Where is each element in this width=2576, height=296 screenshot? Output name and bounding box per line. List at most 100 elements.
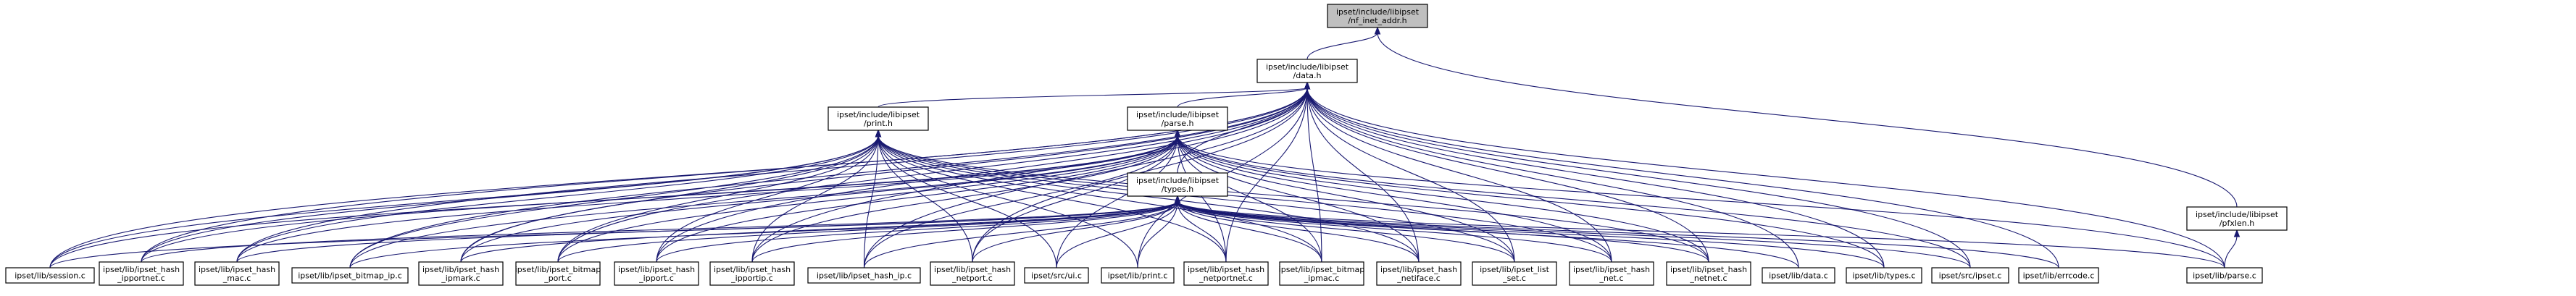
node-hash-ipportip-c[interactable]: ipset/lib/ipset_hash_ipportip.c [709, 261, 795, 286]
node-label-line: _mac.c [222, 274, 251, 283]
dependency-edge [236, 195, 1181, 263]
node-hash-net-c[interactable]: ipset/lib/ipset_hash_net.c [1569, 261, 1654, 286]
node-label-line: ipset/include/libipset [1136, 176, 1220, 185]
node-label-line: ipset/lib/types.c [1852, 271, 1915, 281]
dependency-edge [2224, 229, 2241, 268]
node-box [2018, 267, 2099, 284]
node-box [828, 106, 929, 131]
node-label-line: ipset/include/libipset [2196, 210, 2279, 219]
node-label-line: ipset/lib/session.c [14, 271, 86, 281]
node-box [1127, 106, 1228, 131]
node-label-line: _set.c [1502, 274, 1526, 283]
node-label-line: ipset/lib/ipset_bitmap_ip.c [298, 271, 402, 281]
node-label-line: /nf_inet_addr.h [1348, 16, 1406, 25]
node-label-line: _ipport.c [638, 274, 674, 283]
dependency-edge [656, 129, 1181, 263]
nodes-layer: ipset/include/libipset/nf_inet_addr.hips… [5, 4, 2288, 286]
node-label-line: ipset/lib/ipset_list [1480, 265, 1550, 274]
dependency-edge [1174, 195, 1322, 263]
node-label-line: ipset/include/libipset [1336, 7, 1420, 17]
node-label-line: /print.h [864, 119, 893, 128]
node-label-line: ipset/lib/errcode.c [2023, 271, 2095, 281]
node-label-line: ipset/lib/ipset_hash [934, 265, 1011, 274]
node-errcode-c[interactable]: ipset/lib/errcode.c [2018, 267, 2099, 284]
node-label-line: ipset/src/ui.c [1031, 271, 1082, 281]
node-label-line: _netnet.c [1689, 274, 1727, 283]
node-label-line: _ipmark.c [441, 274, 480, 283]
dependency-edge [1304, 81, 1799, 268]
node-hash-ip-c[interactable]: ipset/lib/ipset_hash_ip.c [807, 267, 921, 284]
node-label-line: ipset/lib/ipset_hash [618, 265, 695, 274]
dependency-edge [1304, 81, 1971, 268]
node-bitmap-port-c[interactable]: ipset/lib/ipset_bitmap_port.c [515, 261, 601, 286]
node-box [807, 267, 921, 284]
node-label-line: ipset/lib/ipset_hash [1573, 265, 1650, 274]
node-box [515, 261, 601, 286]
node-box [1376, 261, 1462, 286]
node-ui-c[interactable]: ipset/src/ui.c [1024, 267, 1089, 284]
node-parse-h[interactable]: ipset/include/libipset/parse.h [1127, 106, 1228, 131]
node-label-line: ipset/lib/ipset_hash [199, 265, 275, 274]
node-box [1569, 261, 1654, 286]
node-label-line: ipset/include/libipset [1266, 62, 1349, 72]
dependency-edge [1304, 81, 2225, 268]
dependency-edge [349, 129, 882, 268]
node-print-c[interactable]: ipset/lib/print.c [1101, 267, 1175, 284]
node-types-c[interactable]: ipset/lib/types.c [1846, 267, 1922, 284]
dependency-edge [1177, 81, 1311, 108]
node-session-c[interactable]: ipset/lib/session.c [5, 267, 95, 284]
node-box [1256, 59, 1358, 83]
dependency-edge [1306, 26, 1381, 60]
node-hash-netnet-c[interactable]: ipset/lib/ipset_hash_netnet.c [1666, 261, 1751, 286]
node-box [930, 261, 1015, 286]
node-parse-c[interactable]: ipset/lib/parse.c [2186, 267, 2263, 284]
node-box [1327, 4, 1428, 28]
node-label-line: ipset/lib/data.c [1769, 271, 1828, 281]
dependency-edge [972, 195, 1181, 263]
node-box [1127, 172, 1228, 197]
node-box [1472, 261, 1557, 286]
node-hash-ipmark-c[interactable]: ipset/lib/ipset_hash_ipmark.c [418, 261, 504, 286]
node-label-line: /parse.h [1162, 119, 1194, 128]
node-hash-ipportnet-c[interactable]: ipset/lib/ipset_hash_ipportnet.c [99, 261, 184, 286]
node-box [194, 261, 280, 286]
node-box [1024, 267, 1089, 284]
node-bitmap-ipmac-c[interactable]: ipset/lib/ipset_bitmap_ipmac.c [1279, 261, 1365, 286]
node-src-ipset-c[interactable]: ipset/src/ipset.c [1931, 267, 2009, 284]
node-box [2186, 267, 2263, 284]
node-box [2186, 206, 2288, 231]
dependency-edge [1304, 81, 1709, 263]
node-label-line: ipset/src/ipset.c [1939, 271, 2002, 281]
dependency-edge [1304, 81, 2059, 268]
node-hash-ipport-c[interactable]: ipset/lib/ipset_hash_ipport.c [614, 261, 699, 286]
dependency-edge [875, 129, 1138, 268]
node-box [614, 261, 699, 286]
node-root[interactable]: ipset/include/libipset/nf_inet_addr.h [1327, 4, 1428, 28]
node-label-line: ipset/include/libipset [1136, 110, 1220, 119]
node-box [1279, 261, 1364, 286]
node-bitmap-ip-c[interactable]: ipset/lib/ipset_bitmap_ip.c [291, 267, 409, 284]
dependency-edge [875, 129, 1612, 263]
dependency-edge [1374, 26, 2238, 208]
node-label-line: ipset/lib/ipset_bitmap [1279, 265, 1365, 274]
dependency-edge [460, 195, 1181, 263]
node-data-h[interactable]: ipset/include/libipset/data.h [1256, 59, 1358, 83]
node-hash-mac-c[interactable]: ipset/lib/ipset_hash_mac.c [194, 261, 280, 286]
dependency-edge [1174, 195, 2059, 268]
node-label-line: ipset/lib/ipset_hash [103, 265, 180, 274]
node-hash-netportnet-c[interactable]: ipset/lib/ipset_hash_netportnet.c [1183, 261, 1269, 286]
node-box [418, 261, 504, 286]
node-pfxlen-h[interactable]: ipset/include/libipset/pfxlen.h [2186, 206, 2288, 231]
node-label-line: _ipmac.c [1304, 274, 1340, 283]
node-label-line: /types.h [1162, 185, 1194, 194]
node-lib-data-c[interactable]: ipset/lib/data.c [1762, 267, 1835, 284]
node-types-h[interactable]: ipset/include/libipset/types.h [1127, 172, 1228, 197]
node-hash-netiface-c[interactable]: ipset/lib/ipset_hash_netiface.c [1376, 261, 1462, 286]
node-label-line: _ipportnet.c [117, 274, 165, 283]
node-label-line: ipset/lib/ipset_bitmap [515, 265, 601, 274]
node-print-h[interactable]: ipset/include/libipset/print.h [828, 106, 929, 131]
node-hash-netport-c[interactable]: ipset/lib/ipset_hash_netport.c [930, 261, 1015, 286]
node-list-set-c[interactable]: ipset/lib/ipset_list_set.c [1472, 261, 1557, 286]
node-box [1666, 261, 1751, 286]
